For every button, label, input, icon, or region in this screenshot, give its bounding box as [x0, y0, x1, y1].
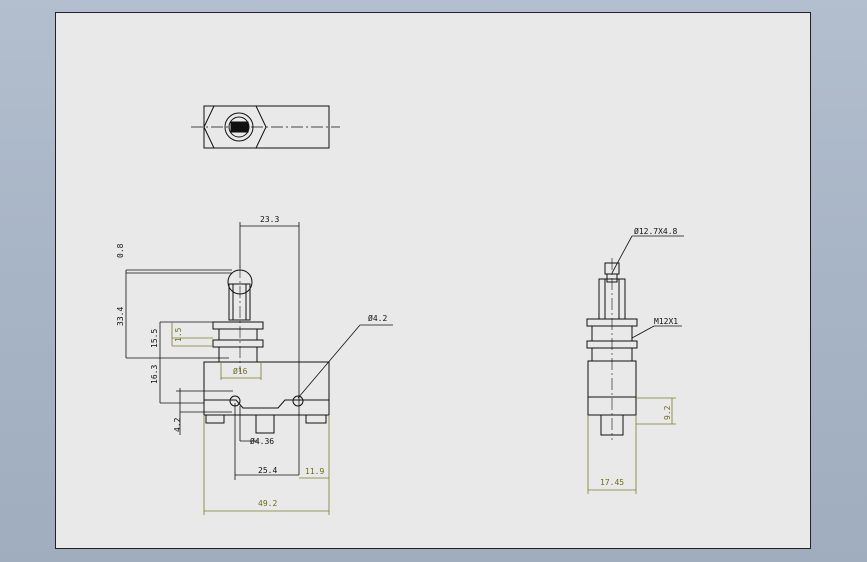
dim-hole-edge: 11.9	[305, 467, 324, 476]
dim-total-width: 49.2	[258, 499, 277, 508]
dim-terminal: 9.2	[663, 405, 672, 420]
drawing-sheet	[55, 12, 811, 549]
dim-thread-length: 15.5	[150, 329, 159, 348]
dim-thread-dia: Ø16	[233, 366, 248, 376]
dim-hole-dia-left: Ø4.36	[250, 436, 274, 446]
dim-plunger-height: 33.4	[116, 307, 125, 326]
dim-hole-spacing: 25.4	[258, 466, 277, 475]
dim-body-width: 17.45	[600, 478, 624, 487]
dim-body-height: 16.3	[150, 365, 159, 384]
front-view	[203, 266, 330, 434]
dim-nut-thickness: 1.5	[174, 327, 183, 342]
dim-gap-top: 0.8	[116, 243, 125, 258]
dim-hole-dia-right: Ø4.2	[368, 313, 387, 323]
side-view	[586, 258, 638, 440]
dim-hole-offset: 4.2	[173, 417, 182, 432]
dim-roller: Ø12.7X4.8	[634, 226, 678, 236]
dim-thread: M12X1	[654, 317, 678, 326]
top-view	[191, 105, 340, 149]
dim-width-roller: 23.3	[260, 215, 279, 224]
